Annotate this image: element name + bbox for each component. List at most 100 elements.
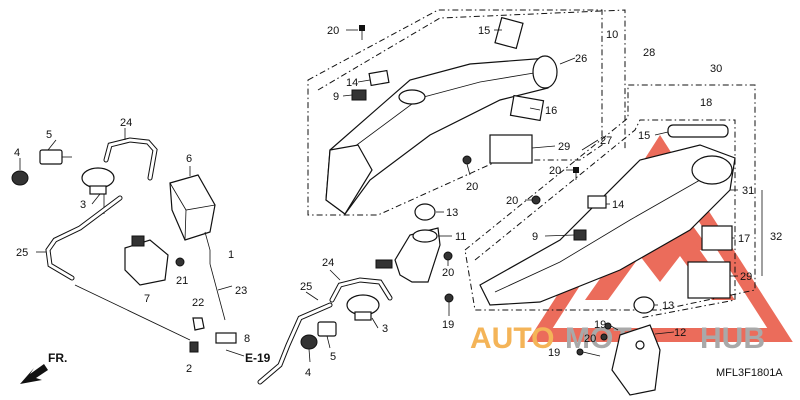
callout-18: 18 xyxy=(700,97,712,109)
callout-8: 8 xyxy=(244,333,250,345)
group-boundary-10 xyxy=(307,9,603,216)
pad-17 xyxy=(701,225,733,251)
callout-13-mid: 13 xyxy=(446,207,458,219)
callout-7: 7 xyxy=(144,293,150,305)
grommet-13-mid xyxy=(414,203,436,221)
callout-19-right: 19 xyxy=(594,319,606,331)
callout-20-clip: 20 xyxy=(442,267,454,279)
callout-10: 10 xyxy=(606,29,618,41)
callout-28: 28 xyxy=(643,47,655,59)
pad-14-top xyxy=(368,69,390,87)
callout-17: 17 xyxy=(738,233,750,245)
callout-9-right: 9 xyxy=(532,231,538,243)
callout-29-top: 29 xyxy=(558,141,570,153)
bracket-tab xyxy=(375,259,393,269)
callout-1: 1 xyxy=(228,249,234,261)
middle-valve-group: 24 25 3 5 4 xyxy=(257,257,393,385)
lower-air-duct-group: 30 18 15 20 31 20 14 9 17 32 29 xyxy=(464,63,782,319)
callout-15-right: 15 xyxy=(638,130,650,142)
duct-end-flange xyxy=(325,144,373,215)
bolt-19-mid xyxy=(444,293,454,316)
screw-20-lower xyxy=(531,195,541,205)
lower-bracket-group: 13 12 19 20 19 xyxy=(548,296,686,396)
callout-20-mid: 20 xyxy=(466,181,478,193)
pad-29-top xyxy=(489,134,533,164)
solenoid-valve-5-mid xyxy=(317,321,337,337)
front-direction-arrow xyxy=(20,364,48,384)
reference-e19: E-19 xyxy=(245,351,271,365)
screw-20-right xyxy=(573,167,579,180)
front-direction-label: FR. xyxy=(48,351,67,365)
group-boundary-28 xyxy=(317,9,626,150)
pipe-link-line xyxy=(74,284,191,341)
callout-6: 6 xyxy=(186,153,192,165)
screw-20-top xyxy=(359,25,365,40)
group-boundary-18 xyxy=(474,119,736,319)
callout-25-mid: 25 xyxy=(300,281,312,293)
duct-intake-mouth xyxy=(532,55,558,89)
callout-5-left: 5 xyxy=(46,129,52,141)
pump-connector xyxy=(131,235,145,247)
grommet-13-right xyxy=(633,296,655,314)
hose-1 xyxy=(204,231,211,264)
pad-16 xyxy=(509,94,545,122)
bolt-19-right xyxy=(604,322,619,331)
callout-32: 32 xyxy=(770,231,782,243)
joint-22 xyxy=(192,317,205,331)
valve-neck-mid xyxy=(354,311,372,321)
valve-neck xyxy=(89,185,107,195)
clip-20-center xyxy=(443,251,453,266)
solenoid-valve-5 xyxy=(39,149,63,165)
callout-24-left: 24 xyxy=(120,117,132,129)
callout-30: 30 xyxy=(710,63,722,75)
purge-pump-7 xyxy=(124,239,169,286)
callout-20-bottom: 20 xyxy=(584,333,596,345)
left-valve-group: FR. E-19 24 5 4 3 6 1 25 21 7 23 22 8 2 xyxy=(11,117,271,384)
mount-bracket xyxy=(611,324,661,396)
watermark-brand-hub: HUB xyxy=(700,322,765,355)
clip-2 xyxy=(189,341,199,353)
callout-15-top: 15 xyxy=(478,25,490,37)
callout-22: 22 xyxy=(192,297,204,309)
callout-16: 16 xyxy=(545,105,557,117)
screw-20-mid xyxy=(462,155,472,176)
center-bracket-group: 13 11 20 19 xyxy=(375,203,466,331)
callout-19-mid: 19 xyxy=(442,319,454,331)
diagram-code: MFL3F1801A xyxy=(716,367,783,379)
callout-13-right: 13 xyxy=(662,300,674,312)
callout-27: 27 xyxy=(600,135,612,147)
bolt-19-bottom xyxy=(576,348,601,357)
canister-6 xyxy=(169,174,216,241)
cap-4-left xyxy=(11,170,29,186)
hose-23 xyxy=(209,263,226,321)
pad-14-right xyxy=(587,195,607,209)
group-boundary-30 xyxy=(464,84,756,311)
bracket-collar xyxy=(412,229,438,243)
callout-20-right: 20 xyxy=(549,165,561,177)
watermark-brand-auto: AUTO xyxy=(470,322,554,355)
callout-2: 2 xyxy=(186,363,192,375)
bolt-21 xyxy=(175,257,185,267)
cap-4-mid xyxy=(300,334,318,350)
callout-14-top: 14 xyxy=(346,77,358,89)
bracket-hole xyxy=(635,340,645,350)
seal-strip-15-top xyxy=(494,16,524,50)
callout-23: 23 xyxy=(235,285,247,297)
callout-4-mid: 4 xyxy=(305,367,311,379)
callout-25-left: 25 xyxy=(16,247,28,259)
lower-duct-mouth xyxy=(691,155,733,185)
duct-ridge-line xyxy=(349,71,541,151)
callout-20-lower: 20 xyxy=(506,195,518,207)
callout-20-top: 20 xyxy=(327,25,339,37)
callout-29-right: 29 xyxy=(740,271,752,283)
callout-3-left: 3 xyxy=(80,199,86,211)
seal-strip-15-right xyxy=(667,124,729,138)
pad-29-right xyxy=(687,261,731,299)
callout-14-right: 14 xyxy=(612,199,624,211)
screw-20-bottom xyxy=(600,333,608,341)
callout-31: 31 xyxy=(742,185,754,197)
callout-4-left: 4 xyxy=(14,147,20,159)
callout-21: 21 xyxy=(176,275,188,287)
